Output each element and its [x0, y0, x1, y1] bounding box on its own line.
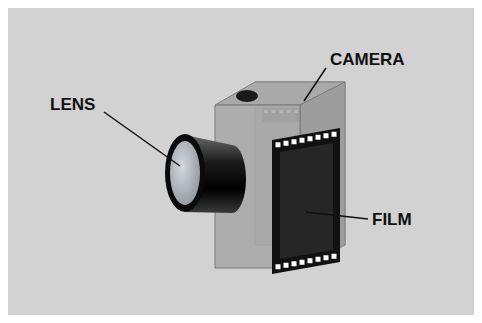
film-frame [272, 128, 340, 274]
sprocket-hole [316, 257, 321, 262]
sprocket-hole [276, 142, 281, 147]
sprocket-hole [284, 263, 289, 268]
sprocket-hole [332, 132, 337, 137]
part-label: CAMERA [330, 51, 405, 68]
sprocket-hole [276, 264, 281, 269]
sprocket-hole [292, 139, 297, 144]
leader-line [304, 68, 326, 101]
sprocket-hole [284, 141, 289, 146]
shutter-button [236, 90, 258, 102]
lens-barrel [165, 134, 246, 213]
sprocket-hole [316, 135, 321, 140]
leader-line [306, 212, 368, 219]
part-label: LENS [50, 96, 95, 113]
sprocket-hole [332, 254, 337, 259]
sprocket-hole [324, 133, 329, 138]
part-label: FILM [372, 211, 412, 228]
sprocket-hole [292, 261, 297, 266]
sprocket-hole [324, 255, 329, 260]
sprocket-hole [300, 138, 305, 143]
lens-glass [170, 141, 200, 205]
sprocket-hole [300, 260, 305, 265]
sprocket-hole [308, 136, 313, 141]
sprocket-hole [308, 258, 313, 263]
leader-line [104, 112, 180, 166]
background-panel [8, 8, 474, 315]
